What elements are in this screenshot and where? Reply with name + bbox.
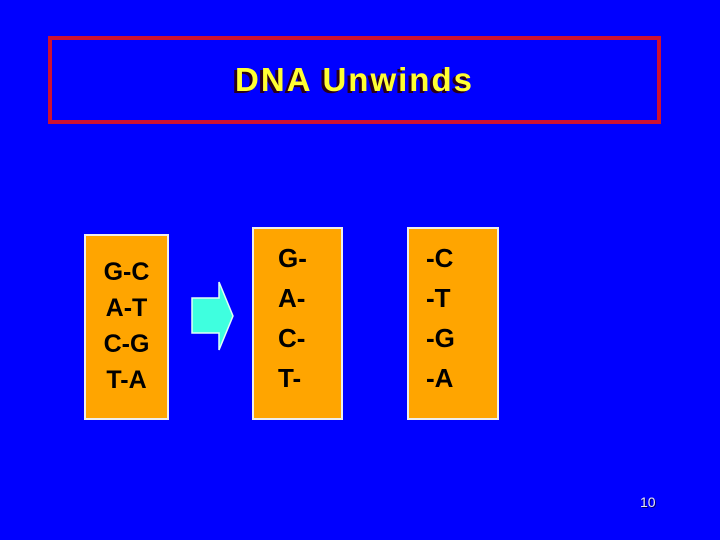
slide-title: DNA Unwinds [235,61,474,98]
page-number: 10 [640,494,656,510]
arrow-shape [191,281,234,351]
base-pair-line: A-T [105,294,148,322]
base-line: G- [278,243,307,273]
base-line: C- [278,323,306,353]
right-strand-box: -C -T -G -A [407,227,499,420]
base-pair-line: T-A [106,366,147,394]
base-line: T- [278,363,302,393]
base-line: -A [426,363,454,393]
base-line: -G [426,323,455,353]
base-line: -T [426,283,451,313]
base-pair-line: C-G [103,330,150,358]
left-strand-box: G- A- C- T- [252,227,343,420]
title-box: DNA Unwinds [48,36,661,124]
right-block-arrow-icon [191,281,234,351]
paired-strand-box: G-C A-T C-G T-A [84,234,169,420]
base-pair-line: G-C [103,258,150,286]
base-line: -C [426,243,454,273]
base-line: A- [278,283,306,313]
